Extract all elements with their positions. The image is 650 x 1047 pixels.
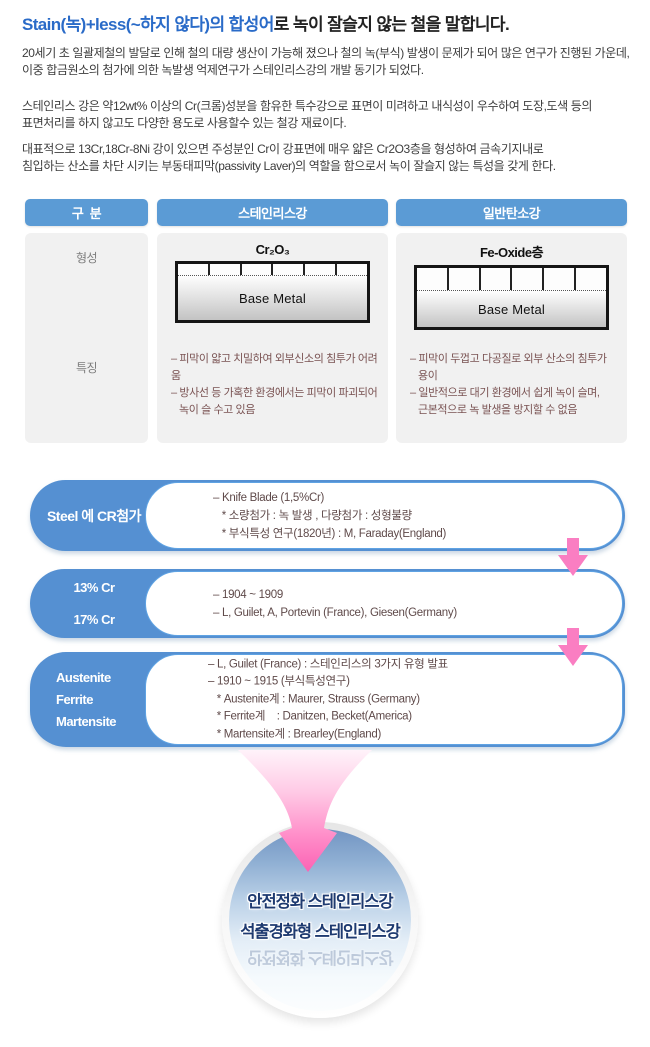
table-header-stainless: 스테인리스강 [157,199,388,226]
intro-paragraph-1: 20세기 초 일괄제철의 발달로 인해 철의 대량 생산이 가능해 졌으나 철의… [22,46,630,77]
down-arrow-icon [556,628,590,666]
conclusion-line-2: 석출경화형 스테인리스강 [240,923,401,941]
stainless-features: – 피막이 얇고 치밀하여 외부신소의 침투가 어려움 – 방사선 등 가혹한 … [171,353,378,416]
conclusion-line-1: 안전정화 스테인리스강 [247,893,393,911]
timeline-label: 13% Cr 17% Cr [73,579,115,627]
stainless-diagram-box: Base Metal [175,261,370,323]
carbon-diagram-box: Base Metal [414,265,609,330]
oxide-layer-strip [417,268,606,291]
funnel-arrow-icon [238,750,372,874]
table-header-category: 구 분 [25,199,148,226]
timeline-body-text: – 1904 ~ 1909 – L, Guilet, A, Portevin (… [213,588,457,619]
carbon-layer-label: Fe-Oxide층 [479,245,544,260]
intro-paragraph-2: 스테인리스 강은 약12wt% 이상의 Cr(크롬)성분을 함유한 특수강으로 … [22,99,593,130]
timeline-item-three-types: Austenite Ferrite Martensite – L, Guilet… [30,652,625,747]
timeline-body-text: – L, Guilet (France) : 스테인리스의 3가지 유형 발표 … [208,657,448,740]
page-title: Stain(녹)+less(~하지 않다)의 합성어로 녹이 잘슬지 않는 철을… [22,10,510,35]
timeline-label: Austenite Ferrite Martensite [56,669,117,729]
base-metal-area: Base Metal [178,276,367,320]
title-highlight: Stain(녹)+less(~하지 않다)의 합성어 [22,15,274,34]
table-header-carbon: 일반탄소강 [396,199,627,226]
conclusion-ring: 안전정화 스테인리스강 석출경화형 스테인리스강 안전정화 스테인리스강 석출경… [222,822,418,1018]
timeline-body-panel [145,571,623,636]
timeline-body-panel [145,482,623,549]
intro-paragraph-3: 대표적으로 13Cr,18Cr-8Ni 강이 있으면 주성분인 Cr이 강표면에… [22,142,556,173]
timeline-item-13-17-cr: 13% Cr 17% Cr – 1904 ~ 1909 – L, Guilet,… [30,569,625,638]
table-column-category: 형성 특징 [25,233,148,443]
oxide-layer-strip [178,264,367,276]
base-metal-area: Base Metal [417,291,606,327]
row-label-formation: 형성 [75,251,98,265]
down-arrow-icon [556,538,590,576]
title-rest: 로 녹이 잘슬지 않는 철을 말합니다. [273,15,510,34]
conclusion-reflection: 안전정화 스테인리스강 석출경화형 스테인리스강 [247,948,393,966]
table-column-carbon: Fe-Oxide층 Base Metal – 피막이 두껍고 다공질로 외부 산… [396,233,627,443]
row-label-features: 특징 [75,361,98,375]
carbon-features: – 피막이 두껍고 다공질로 외부 산소의 침투가 용이 – 일반적으로 대기 … [410,353,607,416]
timeline-item-cr-addition: Steel 에 CR첨가 – Knife Blade (1,5%Cr) * 소량… [30,480,625,551]
stainless-layer-label: Cr₂O₃ [255,242,290,257]
conclusion-text: 안전정화 스테인리스강 석출경화형 스테인리스강 안전정화 스테인리스강 석출경… [229,887,411,972]
table-column-stainless: Cr₂O₃ Base Metal – 피막이 얇고 치밀하여 외부신소의 침투가… [157,233,388,443]
conclusion-circle: 안전정화 스테인리스강 석출경화형 스테인리스강 안전정화 스테인리스강 석출경… [229,829,411,1011]
timeline-body-panel [145,654,623,745]
carbon-layer-diagram: Fe-Oxide층 Base Metal [414,242,609,330]
timeline-body-text: – Knife Blade (1,5%Cr) * 소량첨가 : 녹 발생 , 다… [213,491,447,540]
stainless-layer-diagram: Cr₂O₃ Base Metal [175,242,370,323]
timeline-label: Steel 에 CR첨가 [46,507,142,524]
